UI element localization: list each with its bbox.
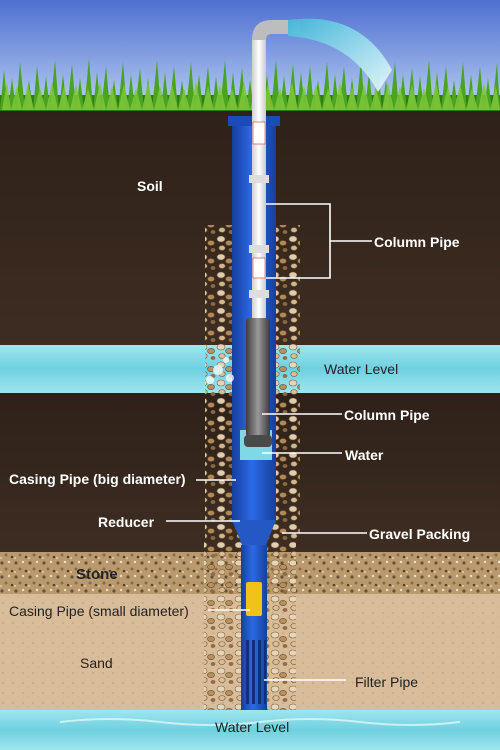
label-water-level-bottom: Water Level <box>215 719 290 735</box>
natraj-logo <box>246 582 262 616</box>
submersible-pump <box>246 318 270 438</box>
reducer <box>232 520 276 545</box>
leader-lines <box>166 203 372 681</box>
label-soil: Soil <box>137 178 163 194</box>
label-column-pipe-top: Column Pipe <box>374 234 460 250</box>
label-casing-pipe-big: Casing Pipe (big diameter) <box>9 471 186 487</box>
water-level-band-bottom <box>0 710 500 750</box>
label-gravel-packing: Gravel Packing <box>369 526 471 542</box>
label-water-level-top: Water Level <box>324 361 399 377</box>
water-spray <box>288 18 392 93</box>
grass <box>0 58 500 111</box>
pipe-brand-tag-mid <box>252 257 266 279</box>
label-stone: Stone <box>76 566 118 583</box>
label-reducer: Reducer <box>98 514 155 530</box>
filter-pipe <box>246 640 266 704</box>
sky <box>0 0 500 95</box>
label-water: Water <box>345 447 384 463</box>
label-filter-pipe: Filter Pipe <box>355 674 419 690</box>
label-casing-pipe-small: Casing Pipe (small diameter) <box>9 603 189 619</box>
pipe-brand-tag-top <box>252 121 266 145</box>
label-sand: Sand <box>80 655 113 671</box>
label-column-pipe-mid: Column Pipe <box>344 407 430 423</box>
splash <box>206 357 234 384</box>
